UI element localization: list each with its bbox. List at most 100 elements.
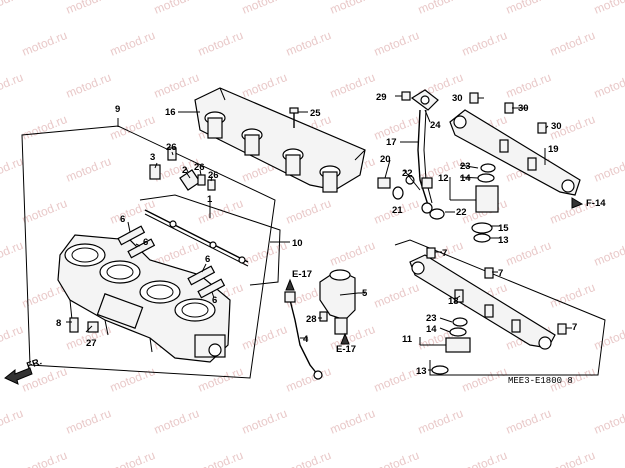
- watermark-text: motod.ru: [152, 406, 201, 437]
- watermark-text: motod.ru: [284, 28, 333, 59]
- watermark-text: motod.ru: [0, 154, 25, 185]
- callout-14b: 14: [426, 324, 437, 335]
- watermark-text: motod.ru: [328, 70, 377, 101]
- watermark-text: motod.ru: [64, 0, 113, 17]
- watermark-text: motod.ru: [108, 28, 157, 59]
- callout-11: 11: [402, 334, 413, 345]
- callout-17: 17: [386, 137, 397, 148]
- e17-arrow-b: [340, 332, 350, 345]
- part-6-group: [117, 225, 226, 299]
- callout-3: 3: [150, 152, 155, 163]
- callout-5: 5: [362, 288, 368, 299]
- callout-6c: 6: [205, 254, 210, 265]
- callout-30c: 30: [551, 121, 562, 132]
- callout-13b: 13: [416, 366, 427, 377]
- part-20: [377, 177, 391, 189]
- watermark-text: motod.ru: [460, 364, 509, 395]
- watermark-text: motod.ru: [548, 28, 597, 59]
- fitting-lower: [421, 202, 433, 214]
- watermark-text: motod.ru: [240, 406, 289, 437]
- callout-26c: 26: [208, 170, 219, 181]
- callout-7c: 7: [572, 322, 577, 333]
- callout-7b: 7: [498, 268, 503, 279]
- callout-6a: 6: [120, 214, 125, 225]
- watermark-text: motod.ru: [152, 0, 201, 17]
- callout-30a: 30: [452, 93, 463, 104]
- watermark-text: motod.ru: [592, 406, 625, 437]
- callout-13a: 13: [498, 235, 509, 246]
- watermark-text: motod.ru: [372, 448, 421, 468]
- watermark-text: motod.ru: [284, 448, 333, 468]
- callout-labels: 1234566667778910111213131414151617181920…: [56, 92, 577, 377]
- watermark-text: motod.ru: [196, 196, 245, 227]
- diagram-code: MEE3-E1800 8: [508, 376, 573, 386]
- callout-26a: 26: [166, 142, 177, 153]
- callout-2: 2: [182, 165, 187, 176]
- reference-fr: FR.: [25, 356, 43, 372]
- injector-12: [471, 163, 499, 243]
- parts-8-27: [66, 317, 99, 333]
- callout-4: 4: [303, 334, 309, 345]
- watermark-text: motod.ru: [108, 448, 157, 468]
- frame-10-outline: [139, 194, 281, 286]
- callout-21: 21: [392, 205, 403, 216]
- reference-f14: F-14: [586, 198, 606, 209]
- bolt-25: [289, 107, 308, 128]
- watermark-text: motod.ru: [592, 154, 625, 185]
- watermark-text: motod.ru: [284, 364, 333, 395]
- callout-20: 20: [380, 154, 391, 165]
- watermark-text: motod.ru: [592, 0, 625, 17]
- callout-25: 25: [310, 108, 321, 119]
- callout-22b: 22: [456, 207, 467, 218]
- small-parts-2-3-26: [149, 147, 216, 191]
- watermark-text: motod.ru: [0, 70, 25, 101]
- watermark-text: motod.ru: [372, 364, 421, 395]
- hose-4-end: [313, 370, 323, 380]
- callout-9: 9: [115, 104, 120, 115]
- part-1-pipe: [144, 202, 249, 267]
- reference-e17b: E-17: [336, 344, 356, 355]
- watermark-text: motod.ru: [20, 448, 69, 468]
- callout-23b: 23: [426, 313, 437, 324]
- watermark-text: motod.ru: [0, 238, 25, 269]
- hose-4-clip: [284, 291, 296, 303]
- watermark-text: motod.ru: [416, 0, 465, 17]
- callout-8: 8: [56, 318, 61, 329]
- callout-16: 16: [165, 107, 176, 118]
- bolt-7c: [557, 323, 567, 335]
- f14-arrow: [571, 197, 584, 209]
- callout-28: 28: [306, 314, 317, 325]
- watermark-text: motod.ru: [108, 112, 157, 143]
- watermark-text: motod.ru: [0, 406, 25, 437]
- leader-lines: [66, 95, 572, 371]
- watermark-text: motod.ru: [284, 196, 333, 227]
- bolt-7b: [484, 267, 494, 279]
- injector-11: [431, 317, 471, 375]
- watermark-text: motod.ru: [504, 70, 553, 101]
- watermark-text: motod.ru: [328, 0, 377, 17]
- watermark-text: motod.ru: [592, 70, 625, 101]
- watermark-text: motod.ru: [372, 280, 421, 311]
- callout-23a: 23: [460, 161, 471, 172]
- watermark-text: motod.ru: [240, 238, 289, 269]
- callout-1: 1: [207, 194, 213, 205]
- callout-24: 24: [430, 120, 441, 131]
- watermark-text: motod.ru: [108, 196, 157, 227]
- watermark-text: motod.ru: [20, 196, 69, 227]
- lower-fuel-rail: [409, 254, 556, 350]
- watermark-text: motod.ru: [460, 448, 509, 468]
- callout-26b: 26: [194, 162, 205, 173]
- watermark-text: motod.ru: [592, 322, 625, 353]
- front-direction-arrow: [4, 367, 33, 385]
- callout-6d: 6: [212, 295, 217, 306]
- upper-fuel-rail-19: [449, 109, 581, 196]
- part-16-cover: [194, 87, 366, 193]
- part-22b: [429, 208, 445, 220]
- bolt-30a: [469, 92, 479, 104]
- watermark-text: motod.ru: [504, 0, 553, 17]
- watermark-text: motod.ru: [504, 406, 553, 437]
